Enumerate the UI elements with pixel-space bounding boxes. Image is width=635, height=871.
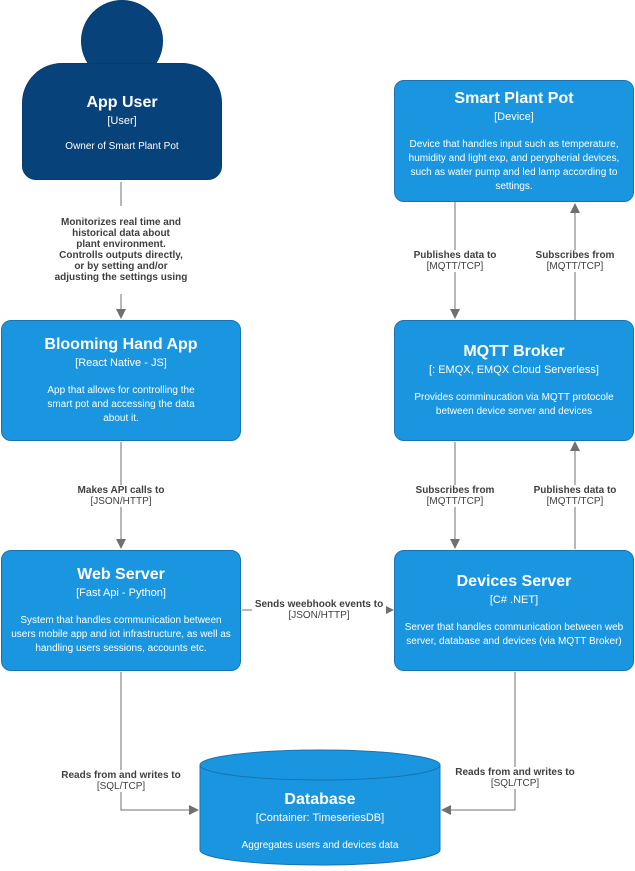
edge-label-user-to-app: Monitorizes real time and historical dat… [48,206,194,294]
edge-web-to-db [120,672,199,815]
mqtt-broker-box[interactable]: MQTT Broker [: EMQX, EMQX Cloud Serverle… [394,320,634,441]
mqtt-broker-description: Provides comminucation via MQTT protocol… [414,392,614,417]
edge-label-text: Monitorizes real time and historical dat… [54,217,188,283]
person-body: App User [User] Owner of Smart Plant Pot [22,63,222,180]
edge-label-devices-to-db: Reads from and writes to [SQL/TCP] [450,767,580,789]
web-server-box[interactable]: Web Server [Fast Api - Python] System th… [1,550,241,671]
devices-server-box[interactable]: Devices Server [C# .NET] Server that han… [394,550,634,671]
database-cylinder[interactable] [199,749,441,866]
edge-label-web-to-devices: Sends weebhook events to [JSON/HTTP] [252,599,386,621]
edge-label-broker-to-pot: Subscribes from [MQTT/TCP] [530,250,620,272]
blooming-hand-app-tech: [React Native - JS] [75,357,167,369]
database-label: Database [Container: TimeseriesDB] Aggre… [200,790,440,860]
web-server-title: Web Server [77,566,165,583]
edge-label-text: Subscribes from [415,485,495,496]
blooming-hand-app-box[interactable]: Blooming Hand App [React Native - JS] Ap… [1,320,241,441]
edge-label-tech: [MQTT/TCP] [546,261,604,272]
web-server-description: System that handles communication betwee… [11,615,231,654]
mqtt-broker-title: MQTT Broker [463,343,565,360]
mqtt-broker-tech: [: EMQX, EMQX Cloud Serverless] [429,364,599,376]
database-description: Aggregates users and devices data [241,840,399,851]
edge-devices-to-db [441,672,516,815]
edge-label-tech: [MQTT/TCP] [426,496,484,507]
app-user-description: Owner of Smart Plant Pot [65,141,179,152]
edge-label-tech: [JSON/HTTP] [288,610,350,621]
edge-label-tech: [SQL/TCP] [96,781,146,792]
smart-plant-pot-box[interactable]: Smart Plant Pot [Device] Device that han… [394,80,634,202]
edge-label-pot-to-broker: Publishes data to [MQTT/TCP] [405,250,505,272]
app-user-title: App User [86,94,158,111]
edge-label-text: Reads from and writes to [455,767,575,778]
edge-label-broker-to-devices: Subscribes from [MQTT/TCP] [410,485,500,507]
devices-server-description: Server that handles communication betwee… [404,622,624,647]
edge-label-text: Publishes data to [413,250,497,261]
edge-label-text: Sends weebhook events to [254,599,384,610]
edge-label-devices-to-broker: Publishes data to [MQTT/TCP] [525,485,625,507]
app-user-type: [User] [107,115,137,127]
devices-server-tech: [C# .NET] [489,594,539,606]
edge-label-text: Reads from and writes to [61,770,181,781]
blooming-hand-app-description: App that allows for controlling the smar… [47,385,195,424]
edge-label-tech: [MQTT/TCP] [546,496,604,507]
edge-label-tech: [JSON/HTTP] [90,496,152,507]
edge-label-text: Publishes data to [533,485,617,496]
app-user-person[interactable]: App User [User] Owner of Smart Plant Pot [0,0,244,182]
edge-label-tech: [SQL/TCP] [490,778,540,789]
database-tech: [Container: TimeseriesDB] [255,812,385,824]
devices-server-title: Devices Server [456,573,572,590]
database-title: Database [284,791,356,808]
edge-label-web-to-db: Reads from and writes to [SQL/TCP] [56,770,186,792]
edge-label-app-to-web: Makes API calls to [JSON/HTTP] [66,485,176,507]
edge-label-tech: [MQTT/TCP] [426,261,484,272]
web-server-tech: [Fast Api - Python] [76,587,166,599]
smart-plant-pot-title: Smart Plant Pot [454,89,574,107]
edge-label-text: Subscribes from [535,250,615,261]
edge-label-text: Makes API calls to [77,485,165,496]
smart-plant-pot-tech: [Device] [494,110,534,123]
blooming-hand-app-title: Blooming Hand App [44,336,198,353]
smart-plant-pot-description: Device that handles input such as temper… [408,138,620,192]
